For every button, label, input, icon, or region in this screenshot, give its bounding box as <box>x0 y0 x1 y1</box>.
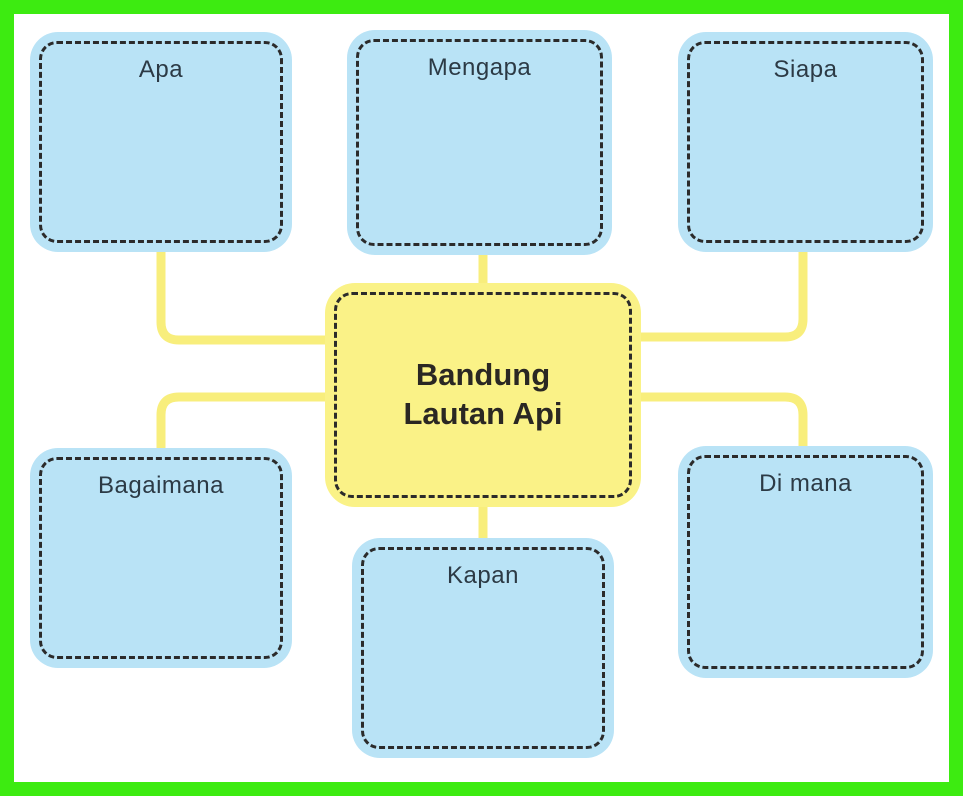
node-center-topic: Bandung Lautan Api <box>325 283 641 507</box>
kapan-answer-area: Kapan <box>361 547 605 749</box>
center-topic-area: Bandung Lautan Api <box>334 292 632 498</box>
apa-answer-area: Apa <box>39 41 283 243</box>
connector-dimana-center <box>638 392 808 448</box>
siapa-answer-area: Siapa <box>687 41 924 243</box>
node-siapa-label: Siapa <box>773 56 838 83</box>
node-dimana-label: Di mana <box>759 470 852 497</box>
dimana-answer-area: Di mana <box>687 455 924 669</box>
node-dimana: Di mana <box>678 446 933 678</box>
connector-bagaimana-center <box>156 392 326 450</box>
node-kapan-label: Kapan <box>447 562 519 589</box>
mengapa-answer-area: Mengapa <box>356 39 603 246</box>
node-siapa: Siapa <box>678 32 933 252</box>
node-apa-label: Apa <box>138 56 184 83</box>
center-topic-label: Bandung Lautan Api <box>403 357 563 431</box>
node-mengapa: Mengapa <box>347 30 612 255</box>
node-bagaimana: Bagaimana <box>30 448 292 668</box>
node-apa: Apa <box>30 32 292 252</box>
node-kapan: Kapan <box>352 538 614 758</box>
bagaimana-answer-area: Bagaimana <box>39 457 283 659</box>
connector-siapa-center <box>638 250 808 342</box>
node-mengapa-label: Mengapa <box>427 54 532 81</box>
connector-apa-center <box>156 250 326 345</box>
node-bagaimana-label: Bagaimana <box>98 472 224 499</box>
